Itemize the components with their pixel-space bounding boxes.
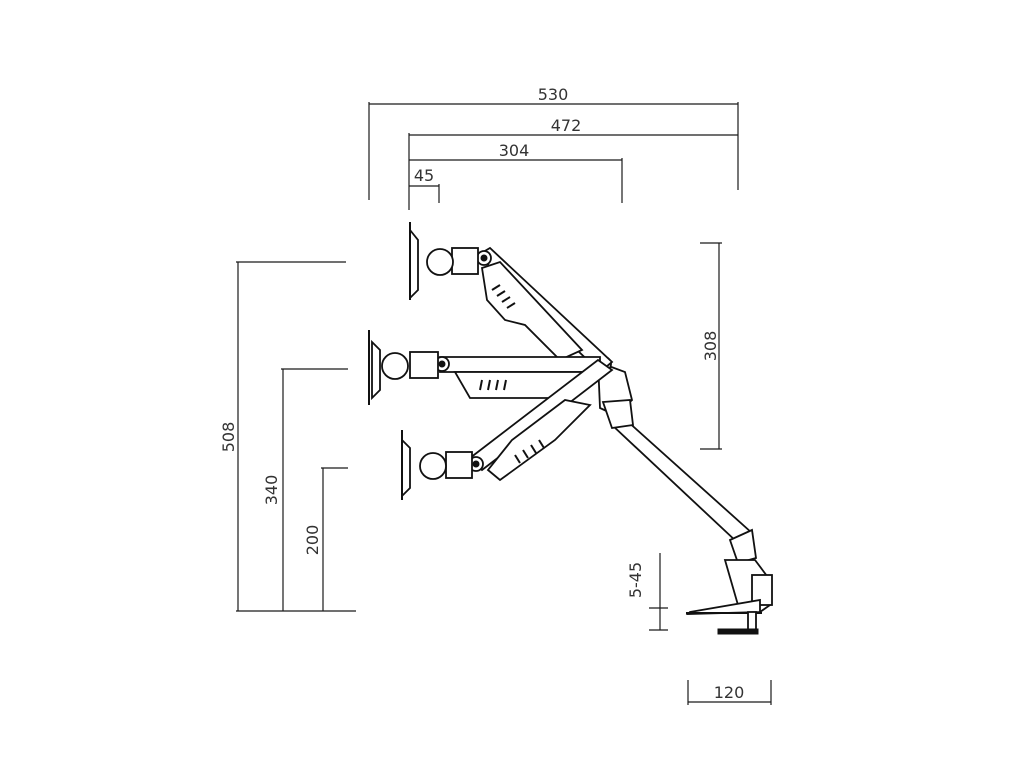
- dimension-120-label: 120: [714, 683, 745, 702]
- dimension-200-label: 200: [303, 525, 322, 556]
- dimension-clamp-range: 5-45: [626, 553, 668, 631]
- dimension-45-label: 45: [414, 166, 434, 185]
- dimension-200: 200: [303, 467, 348, 611]
- dimension-508-label: 508: [219, 422, 238, 453]
- dimension-472-label: 472: [551, 116, 582, 135]
- dimension-clamp-range-label: 5-45: [626, 562, 645, 598]
- arm-lower-vents: [514, 439, 545, 464]
- dimension-304: 304: [409, 141, 623, 203]
- arm-upper-position: [409, 222, 614, 374]
- arm-upper-vents: [491, 284, 516, 309]
- dimension-508: 508: [219, 261, 356, 612]
- dimension-530-label: 530: [538, 85, 569, 104]
- dimension-45: 45: [409, 166, 440, 203]
- dimension-472: 472: [408, 116, 738, 210]
- mount-pole: [610, 418, 773, 635]
- dimension-340-label: 340: [262, 475, 281, 506]
- dimension-120: 120: [687, 680, 772, 705]
- dimension-308-label: 308: [701, 331, 720, 362]
- dimension-340: 340: [262, 368, 348, 611]
- dimension-530: 530: [368, 85, 739, 200]
- arm-lower-position: [401, 358, 614, 500]
- dimension-304-label: 304: [499, 141, 530, 160]
- arm-middle-vents: [479, 379, 507, 391]
- dimension-308: 308: [700, 242, 722, 450]
